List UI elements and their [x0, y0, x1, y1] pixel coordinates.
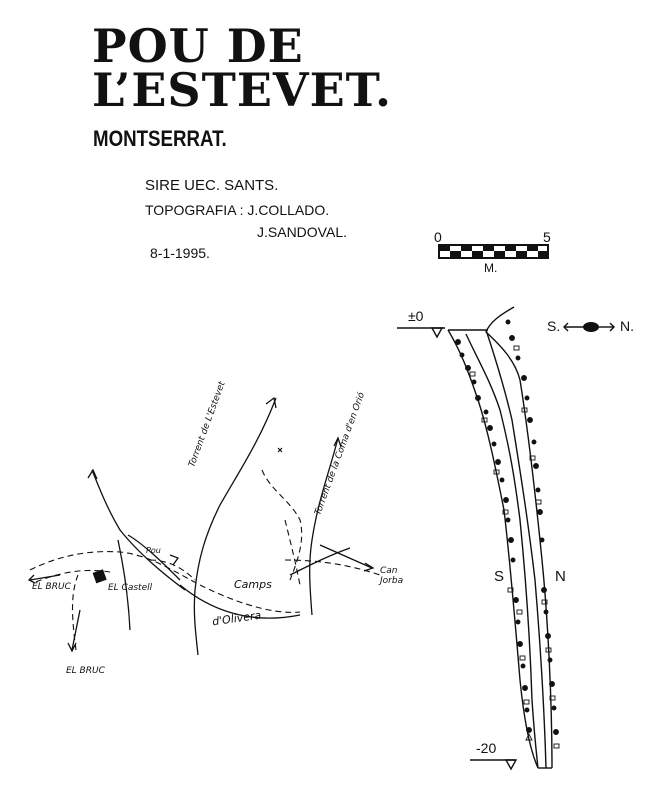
label-pou: Pou [146, 546, 161, 555]
title-line-2: L’ESTEVET. [92, 63, 392, 117]
scale-end: 5 [543, 229, 551, 245]
credit-group: SIRE UEC. SANTS. [145, 177, 279, 194]
label-el-castell: EL Castell [108, 583, 153, 593]
credit-topography: TOPOGRAFIA : J.COLLADO. [145, 202, 330, 218]
label-el-bruc-1: EL BRUC [32, 582, 71, 592]
castell-building [92, 569, 107, 584]
credit-topography-name2: J.SANDOVAL. [257, 224, 347, 240]
pou-marker [277, 447, 283, 453]
subtitle: MONTSERRAT. [93, 126, 227, 151]
shaft-wall-inner-right [485, 329, 547, 769]
road-dashed-1 [29, 551, 301, 613]
stream-olivera-line [309, 437, 339, 616]
shaft-wall-inner-left [465, 333, 539, 769]
title-line-1: POU DE [92, 19, 304, 73]
road-dashed-4 [261, 469, 303, 581]
orientation-south: S. [547, 318, 561, 334]
label-camps: Camps [234, 578, 272, 591]
road-dashed-6 [284, 559, 381, 576]
shaft-wall-outer-right [485, 306, 553, 769]
road-dashed-5 [284, 519, 301, 586]
label-el-bruc-2: EL BRUC [66, 666, 105, 676]
credit-date: 8-1-1995. [150, 245, 210, 261]
torrent-estevet-line [193, 397, 277, 656]
road-dashed-3 [72, 574, 79, 651]
stream-west-line [91, 469, 186, 591]
level-top: ±0 [408, 308, 424, 324]
scale-start: 0 [434, 229, 442, 245]
side-south: S [494, 568, 505, 585]
label-can-jorba: Can Jorba [380, 566, 404, 586]
orientation-north: N. [620, 318, 634, 334]
shaft-wall-outer-left [447, 329, 539, 769]
road-dashed-7 [149, 559, 196, 581]
level-bottom: -20 [476, 740, 497, 756]
scale-unit: M. [484, 261, 498, 275]
side-north: N [555, 568, 566, 585]
